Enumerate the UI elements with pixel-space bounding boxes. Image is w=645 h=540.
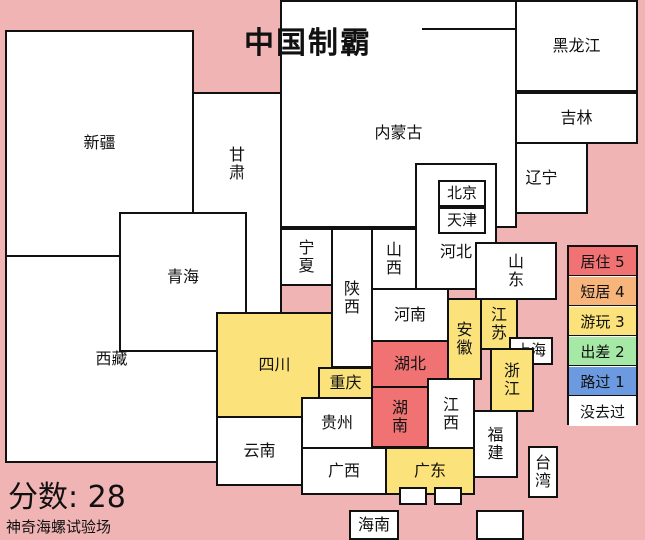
page-title: 中国制霸 <box>244 26 372 61</box>
province-chongqing[interactable]: 重庆 <box>318 367 373 399</box>
province-zhejiang[interactable]: 浙江 <box>490 348 534 412</box>
legend: 居住 5 短居 4 游玩 3 出差 2 路过 1 没去过 <box>567 245 638 426</box>
province-label: 安徽 <box>456 319 473 357</box>
province-guizhou[interactable]: 贵州 <box>301 397 373 449</box>
province-label: 陕西 <box>343 278 360 316</box>
province-label: 内蒙古 <box>374 123 423 142</box>
legend-item-3[interactable]: 游玩 3 <box>569 307 636 336</box>
province-label: 台湾 <box>534 452 551 490</box>
province-label: 天津 <box>446 210 477 229</box>
province-label: 河南 <box>393 304 426 324</box>
province-label: 山西 <box>385 239 402 277</box>
province-beijing[interactable]: 北京 <box>438 180 486 207</box>
province-anhui[interactable]: 安徽 <box>447 298 482 380</box>
province-fujian[interactable]: 福建 <box>473 410 518 478</box>
score: 分数: 28 <box>8 472 126 516</box>
legend-item-2[interactable]: 出差 2 <box>569 337 636 366</box>
province-taiwan[interactable]: 台湾 <box>528 446 558 498</box>
province-yunnan[interactable]: 云南 <box>216 416 303 486</box>
neimenggu-edge <box>422 0 517 30</box>
province-tianjin[interactable]: 天津 <box>438 207 486 234</box>
province-jiangxi[interactable]: 江西 <box>427 378 475 450</box>
province-label: 宁夏 <box>298 237 315 275</box>
province-label: 山东 <box>507 251 524 289</box>
province-label: 甘肃 <box>228 145 245 183</box>
province-label: 西藏 <box>95 348 128 368</box>
province-hunan[interactable]: 湖南 <box>371 386 429 448</box>
province-label: 四川 <box>258 354 291 374</box>
legend-item-4[interactable]: 短居 4 <box>569 277 636 306</box>
province-jilin[interactable]: 吉林 <box>515 92 638 144</box>
province-label: 青海 <box>166 266 199 286</box>
province-label: 浙江 <box>503 360 520 398</box>
province-ningxia[interactable]: 宁夏 <box>280 228 333 286</box>
province-label: 重庆 <box>329 372 362 392</box>
province-macau[interactable] <box>434 487 462 505</box>
province-gansu-tail[interactable] <box>245 255 282 315</box>
province-label: 贵州 <box>320 412 353 432</box>
province-label: 新疆 <box>83 133 116 153</box>
province-label: 海南 <box>357 514 390 534</box>
province-label: 江苏 <box>490 304 507 342</box>
province-xizang[interactable]: 西藏 <box>5 255 218 463</box>
province-label: 云南 <box>243 440 276 460</box>
province-label: 北京 <box>446 183 477 202</box>
province-shaanxi[interactable]: 陕西 <box>331 228 373 368</box>
score-label: 分数: <box>8 480 79 515</box>
province-shandong[interactable]: 山东 <box>475 242 557 300</box>
province-label: 湖北 <box>393 353 426 373</box>
province-label: 江西 <box>442 394 459 432</box>
legend-item-5[interactable]: 居住 5 <box>569 247 636 276</box>
legend-item-1[interactable]: 路过 1 <box>569 367 636 396</box>
province-hongkong[interactable] <box>399 487 427 505</box>
province-label: 河北 <box>439 242 472 261</box>
province-label: 广东 <box>413 460 446 480</box>
province-label: 湖南 <box>391 397 408 435</box>
score-value: 28 <box>87 480 126 515</box>
province-extra[interactable] <box>476 510 524 540</box>
province-label: 辽宁 <box>525 167 558 187</box>
province-label: 黑龙江 <box>552 35 601 55</box>
province-label: 广西 <box>327 460 360 480</box>
province-henan[interactable]: 河南 <box>371 288 449 342</box>
province-label: 吉林 <box>560 107 593 127</box>
province-label: 福建 <box>487 424 504 462</box>
footer-credit: 神奇海螺试验场 <box>6 518 112 536</box>
legend-item-0[interactable]: 没去过 <box>569 397 636 426</box>
province-heilongjiang[interactable]: 黑龙江 <box>515 0 638 92</box>
province-guangxi[interactable]: 广西 <box>301 447 387 495</box>
province-shanxi[interactable]: 山西 <box>371 228 417 290</box>
